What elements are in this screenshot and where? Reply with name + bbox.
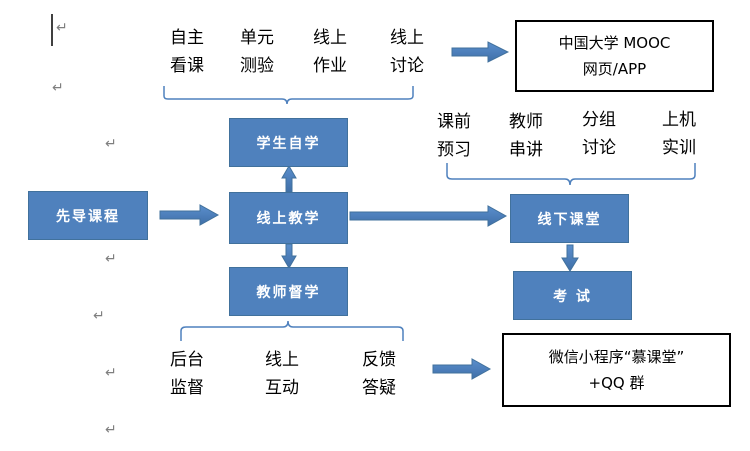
label-line: 串讲 [509,140,543,160]
label-line: 测验 [240,56,274,76]
arrow-xiandao-to-xianshang [159,204,220,226]
box-xianxia-ketang: 线下课堂 [510,194,629,243]
label-line: 线上 [313,28,347,48]
label-line: 自主 [170,28,204,48]
label-line: 教师 [509,112,543,132]
label-line: 讨论 [390,56,424,76]
return-mark-icon: ↵ [105,251,117,267]
bottom-brace [180,320,404,341]
label-line: 后台 [170,350,204,370]
label-line: 互动 [265,378,299,398]
arrow-to-mooc [451,41,510,63]
label-line: 看课 [170,56,204,76]
right-brace [446,163,696,186]
label-fankui-dayi: 反馈 答疑 [362,346,396,402]
label-line: 作业 [313,56,347,76]
box-xiandao-kecheng: 先导课程 [28,191,148,240]
label-xianshang-hudong: 线上 互动 [265,346,299,402]
mooc-line2: 网页/APP [582,60,647,78]
label-jiaoshi-chuanjiang: 教师 串讲 [509,108,543,164]
mooc-line1: 中国大学 MOOC [558,34,671,52]
label-line: 反馈 [362,350,396,370]
arrow-up-to-xuesheng [281,165,297,193]
mooc-box: 中国大学 MOOC 网页/APP [515,20,714,92]
label-fenzu-taolun: 分组 讨论 [582,106,616,162]
label-line: 监督 [170,378,204,398]
label-shangji-shixun: 上机 实训 [662,106,696,162]
label-line: 答疑 [362,378,396,398]
label-keqian-yuxi: 课前 预习 [437,108,471,164]
label-xianshang-zuoye: 线上 作业 [313,24,347,80]
box-xuesheng-zixue: 学生自学 [229,118,348,167]
arrow-down-to-jiaoshi [281,243,297,269]
label-line: 讨论 [582,138,616,158]
label-line: 线上 [390,28,424,48]
label-xianshang-taolun: 线上 讨论 [390,24,424,80]
wechat-box: 微信小程序“慕课堂” +QQ 群 [502,333,731,407]
wechat-line1: 微信小程序“慕课堂” [548,348,685,366]
label-zizhu-kanke: 自主 看课 [170,24,204,80]
return-mark-icon: ↵ [105,422,117,438]
arrow-xianshang-to-xianxia [349,205,508,227]
return-mark-icon: ↵ [93,308,105,324]
box-xianshang-jiaoxue: 线上教学 [229,192,348,244]
label-line: 课前 [437,112,471,132]
return-mark-icon: ↵ [105,365,117,381]
label-line: 实训 [662,138,696,158]
label-line: 单元 [240,28,274,48]
label-line: 分组 [582,110,616,130]
return-mark-icon: ↵ [56,20,68,36]
label-line: 线上 [265,350,299,370]
label-line: 预习 [437,140,471,160]
arrow-to-wechat [432,358,492,380]
top-brace [163,86,414,105]
wechat-line2: +QQ 群 [588,374,645,392]
return-mark-icon: ↵ [52,80,64,96]
box-kaoshi: 考 试 [513,271,632,320]
label-line: 上机 [662,110,696,130]
arrow-down-to-kaoshi [561,244,579,272]
box-jiaoshi-duxue: 教师督学 [229,267,348,316]
label-danyuan-ceyan: 单元 测验 [240,24,274,80]
label-houtai-jiandu: 后台 监督 [170,346,204,402]
return-mark-icon: ↵ [105,136,117,152]
